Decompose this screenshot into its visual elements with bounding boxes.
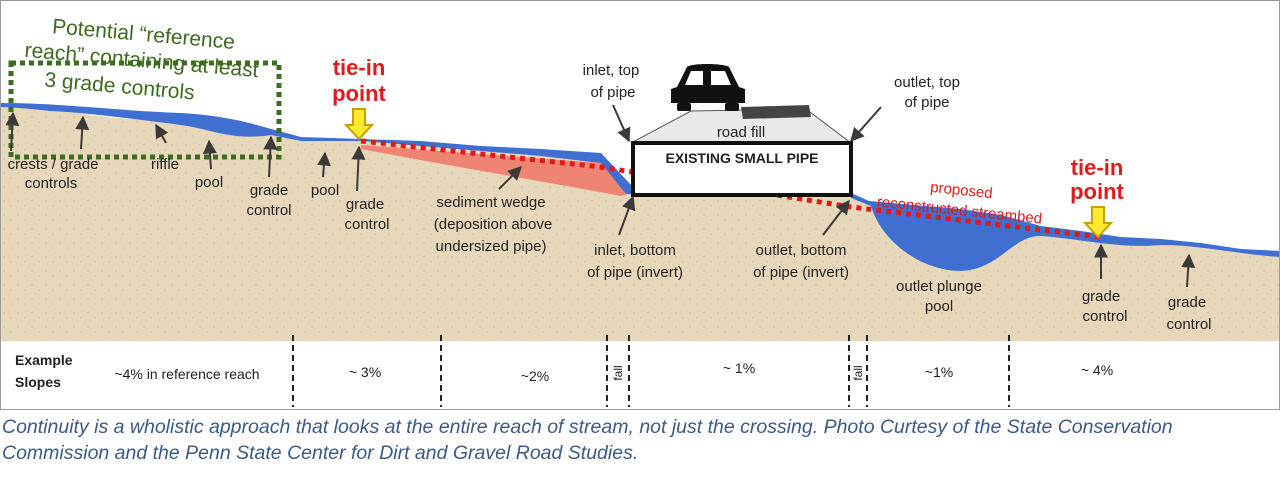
label-grade-control-4b: control [1166,316,1211,333]
sediment-wedge [361,145,631,196]
label-outlet-top-1: outlet, top [894,74,960,91]
slopes-label-1: Example [15,352,73,368]
figure-panel: Potential “reference reach” containing a… [0,0,1280,410]
road-surface [741,105,811,119]
label-inlet-bottom-2: of pipe (invert) [587,264,683,281]
label-plunge-2: pool [925,298,953,315]
label-grade-control-1b: control [246,202,291,219]
label-sediment-2: (deposition above [434,216,552,233]
figure-caption: Continuity is a wholistic approach that … [2,416,1173,464]
tie-in-left-line1: tie-in [333,55,386,80]
upstream-water [1,103,633,194]
tie-in-right-line2: point [1070,179,1124,204]
slopes-label-2: Slopes [15,374,61,390]
slope-s6: ~ 4% [1081,362,1113,378]
label-pool-2: pool [311,182,339,199]
label-grade-control-4a: grade [1168,294,1206,311]
label-grade-control-1a: grade [250,182,288,199]
slope-s4: ~ 1% [723,360,755,376]
tie-in-right-arrow-icon [1082,206,1114,239]
slope-fall-1: fall [611,365,625,380]
label-sediment-1: sediment wedge [436,194,545,211]
label-grade-control-3a: grade [1082,288,1120,305]
label-crests-1: crests / grade [8,156,99,173]
tie-in-left-line2: point [332,81,386,106]
label-inlet-top-1: inlet, top [583,62,640,79]
label-plunge-1: outlet plunge [896,278,982,295]
label-outlet-bottom-1: outlet, bottom [756,242,847,259]
stream-crossing-diagram: Potential “reference reach” containing a… [1,1,1279,409]
slope-s5: ~1% [925,364,953,380]
label-proposed-1: proposed [929,179,993,202]
label-riffle: riffle [151,156,179,173]
slope-s2: ~ 3% [349,364,381,380]
label-crests-2: controls [25,175,78,192]
label-sediment-3: undersized pipe) [436,238,547,255]
slope-s3: ~2% [521,368,549,384]
car-icon [671,64,745,111]
label-outlet-top-2: of pipe [904,94,949,111]
leader-arrows [5,104,1196,288]
label-inlet-bottom-1: inlet, bottom [594,242,676,259]
tie-in-right-line1: tie-in [1071,155,1124,180]
slope-s1: ~4% in reference reach [114,366,259,382]
label-pool-1: pool [195,174,223,191]
label-road-fill: road fill [717,124,765,141]
proposed-streambed-line [360,138,1102,240]
label-pipe: EXISTING SMALL PIPE [666,150,819,166]
label-grade-control-2a: grade [346,196,384,213]
reference-reach-box [8,60,282,160]
tie-in-left-arrow-icon [343,108,375,141]
slope-fall-2: fall [851,365,865,380]
existing-pipe [631,141,853,197]
label-grade-control-3b: control [1082,308,1127,325]
label-grade-control-2b: control [344,216,389,233]
slope-band [1,341,1279,409]
label-outlet-bottom-2: of pipe (invert) [753,264,849,281]
slope-dividers [292,335,1010,407]
label-inlet-top-2: of pipe [590,84,635,101]
